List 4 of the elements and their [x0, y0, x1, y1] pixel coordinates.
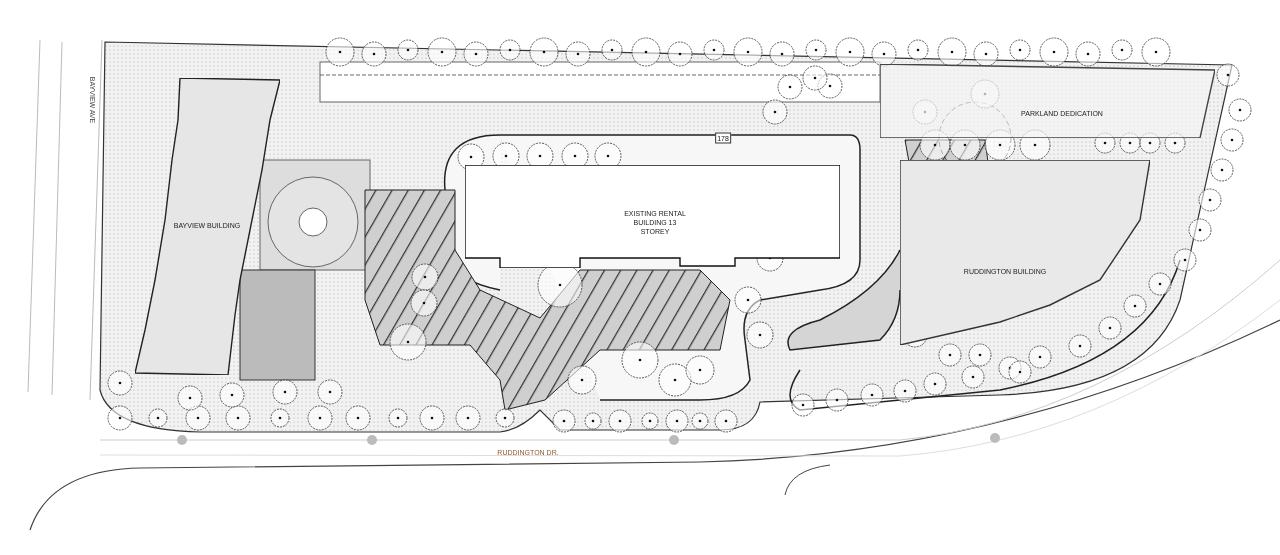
building-footprint	[135, 78, 280, 375]
building-footprint	[465, 165, 840, 268]
building-footprint	[900, 160, 1150, 345]
parkland-area	[880, 64, 1215, 138]
